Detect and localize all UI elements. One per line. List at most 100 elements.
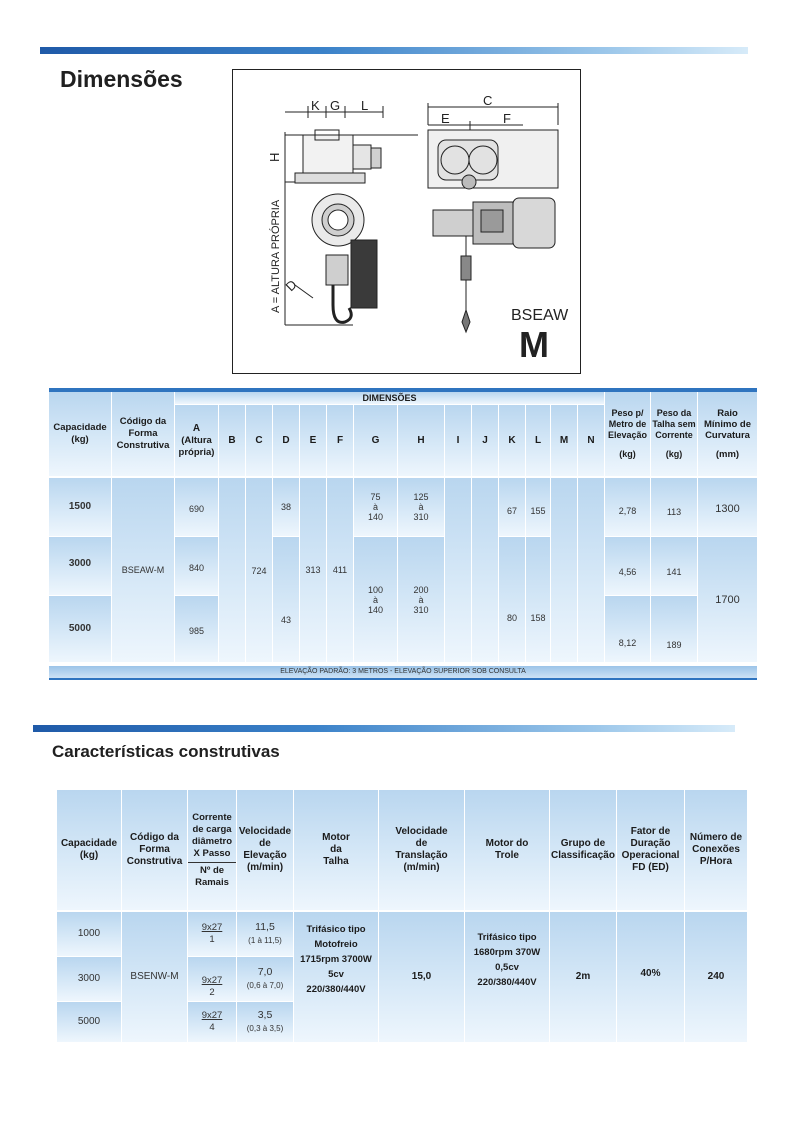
t2-velocidade-translacao: 15,0	[379, 912, 464, 1042]
raio-3000-5000: 1700	[698, 537, 757, 662]
t2-header-codigo: Código da Forma Construtiva	[122, 790, 187, 910]
peso-metro-3000: 4,56	[605, 537, 650, 595]
dim-label-a: A = ALTURA PRÓPRIA	[269, 199, 282, 313]
t2-vel-range-1: (1 à 11,5)	[248, 936, 282, 945]
l-value-3000-5000: 158	[526, 537, 550, 662]
c-value: 724	[251, 566, 267, 576]
a-value-3000: 840	[175, 537, 218, 595]
header-h: H	[398, 405, 444, 476]
h-value-3000-5000: 200 à 310	[398, 537, 444, 662]
header-c: C	[246, 405, 272, 476]
dim-label-c: C	[483, 93, 492, 108]
t2-header-conexoes: Número de Conexões P/Hora	[685, 790, 747, 910]
t2-motor-trole: Trifásico tipo 1680rpm 370W 0,5cv 220/38…	[465, 912, 549, 1042]
t2-corrente-row3: 9x27 4	[188, 1002, 236, 1042]
header-capacidade: Capacidade (kg)	[49, 392, 111, 476]
dimensoes-group-header: DIMENSÕES	[175, 392, 604, 404]
t2-capacidade-1000: 1000	[57, 912, 121, 956]
t2-corrente-2: 9x27	[201, 975, 223, 986]
header-peso-talha-label: Peso da Talha sem Corrente	[652, 408, 696, 440]
t2-corrente-1: 9x27	[201, 922, 223, 933]
header-raio: Raio Mínimo de Curvatura (mm)	[698, 392, 757, 476]
section-bar-caracteristicas	[33, 725, 735, 732]
t2-header-motor-talha: Motor da Talha	[294, 790, 378, 910]
raio-1500: 1300	[698, 478, 757, 536]
dim-label-e: E	[441, 111, 450, 126]
header-a-label: A	[192, 422, 201, 434]
t2-vel-range-3: (0,3 à 3,5)	[246, 1024, 284, 1033]
row-capacidade-1500: 1500	[49, 478, 111, 536]
header-i: I	[445, 405, 471, 476]
t2-header-velocidade-translacao: Velocidade de Translação (m/min)	[379, 790, 464, 910]
t2-fator: 40%	[617, 912, 684, 1042]
header-peso-metro-unit: (kg)	[619, 449, 636, 459]
t2-vel-1: 11,5	[255, 921, 275, 933]
d-value-3000-5000: 43	[273, 537, 299, 662]
t2-header-motor-trole: Motor do Trole	[465, 790, 549, 910]
f-value: 411	[332, 565, 348, 575]
header-j: J	[472, 405, 498, 476]
t2-header-capacidade: Capacidade (kg)	[57, 790, 121, 910]
header-peso-talha: Peso da Talha sem Corrente (kg)	[651, 392, 697, 476]
t2-motor-talha: Trifásico tipo Motofreio 1715rpm 3700W 5…	[294, 912, 378, 1042]
g-value-3000-5000: 100 à 140	[354, 537, 397, 662]
g-value-1500: 75 à 140	[354, 478, 397, 536]
t2-vel-2: 7,0	[257, 966, 273, 978]
dim-label-g: G	[330, 98, 340, 113]
peso-talha-1500: 113	[651, 478, 697, 536]
header-raio-label: Raio Mínimo de Curvatura	[704, 408, 751, 441]
t2-header-velocidade-elevacao: Velocidade de Elevação (m/min)	[237, 790, 293, 910]
peso-talha-5000: 189	[651, 596, 697, 662]
t2-capacidade-5000: 5000	[57, 1002, 121, 1042]
dim-label-f: F	[503, 111, 511, 126]
t2-header-corrente-bottom: Nº de Ramais	[195, 864, 229, 888]
t2-corrente-3: 9x27	[201, 1010, 223, 1021]
d-value-1500: 38	[273, 478, 299, 536]
t2-header-corrente: Corrente de carga diâmetro X Passo Nº de…	[188, 790, 236, 910]
section-title-dimensoes: Dimensões	[60, 66, 183, 92]
t2-grupo: 2m	[550, 912, 616, 1042]
section-bar-dimensoes	[40, 47, 748, 54]
t2-vel-row2: 7,0 (0,6 à 7,0)	[237, 957, 293, 1001]
header-a-sub: (Altura própria)	[178, 434, 215, 458]
t2-vel-3: 3,5	[257, 1009, 273, 1021]
header-peso-metro: Peso p/ Metro de Elevação (kg)	[605, 392, 650, 476]
t2-corrente-row1: 9x27 1	[188, 912, 236, 956]
t2-codigo: BSENW-M	[122, 912, 187, 1042]
t2-ramais-1: 1	[209, 934, 215, 945]
header-m: M	[551, 405, 577, 476]
header-f: F	[327, 405, 353, 476]
l-value-1500: 155	[526, 478, 550, 536]
k-value-1500: 67	[499, 478, 525, 536]
a-value-5000: 985	[175, 596, 218, 662]
t2-header-fator: Fator de Duração Operacional FD (ED)	[617, 790, 684, 910]
dim-label-l: L	[361, 98, 368, 113]
h-value-1500: 125 à 310	[398, 478, 444, 536]
header-b: B	[219, 405, 245, 476]
t2-ramais-3: 4	[209, 1022, 215, 1033]
header-raio-unit: (mm)	[715, 449, 740, 460]
t2-vel-range-2: (0,6 à 7,0)	[246, 981, 284, 990]
header-e: E	[300, 405, 326, 476]
header-d: D	[273, 405, 299, 476]
t2-corrente-row2: 9x27 2	[188, 957, 236, 1001]
header-peso-metro-label: Peso p/ Metro de Elevação	[607, 408, 648, 440]
t2-ramais-2: 2	[209, 987, 215, 998]
header-k: K	[499, 405, 525, 476]
header-a: A (Altura própria)	[175, 405, 218, 476]
dim-label-h: H	[267, 153, 282, 162]
row-capacidade-5000: 5000	[49, 596, 111, 662]
header-l: L	[526, 405, 550, 476]
section-title-caracteristicas: Características construtivas	[52, 742, 280, 761]
hoist-drawing-svg: K G L C E F H D A = ALTURA PRÓPRIA BSEAW…	[267, 93, 569, 365]
k-value-3000-5000: 80	[499, 537, 525, 662]
header-n: N	[578, 405, 604, 476]
e-value: 313	[305, 565, 321, 575]
peso-metro-1500: 2,78	[605, 478, 650, 536]
peso-talha-3000: 141	[651, 537, 697, 595]
header-g: G	[354, 405, 397, 476]
model-name: BSEAW	[511, 307, 569, 324]
t2-vel-row3: 3,5 (0,3 à 3,5)	[237, 1002, 293, 1042]
t2-conexoes: 240	[685, 912, 747, 1042]
technical-drawing: K G L C E F H D A = ALTURA PRÓPRIA BSEAW…	[232, 69, 581, 374]
